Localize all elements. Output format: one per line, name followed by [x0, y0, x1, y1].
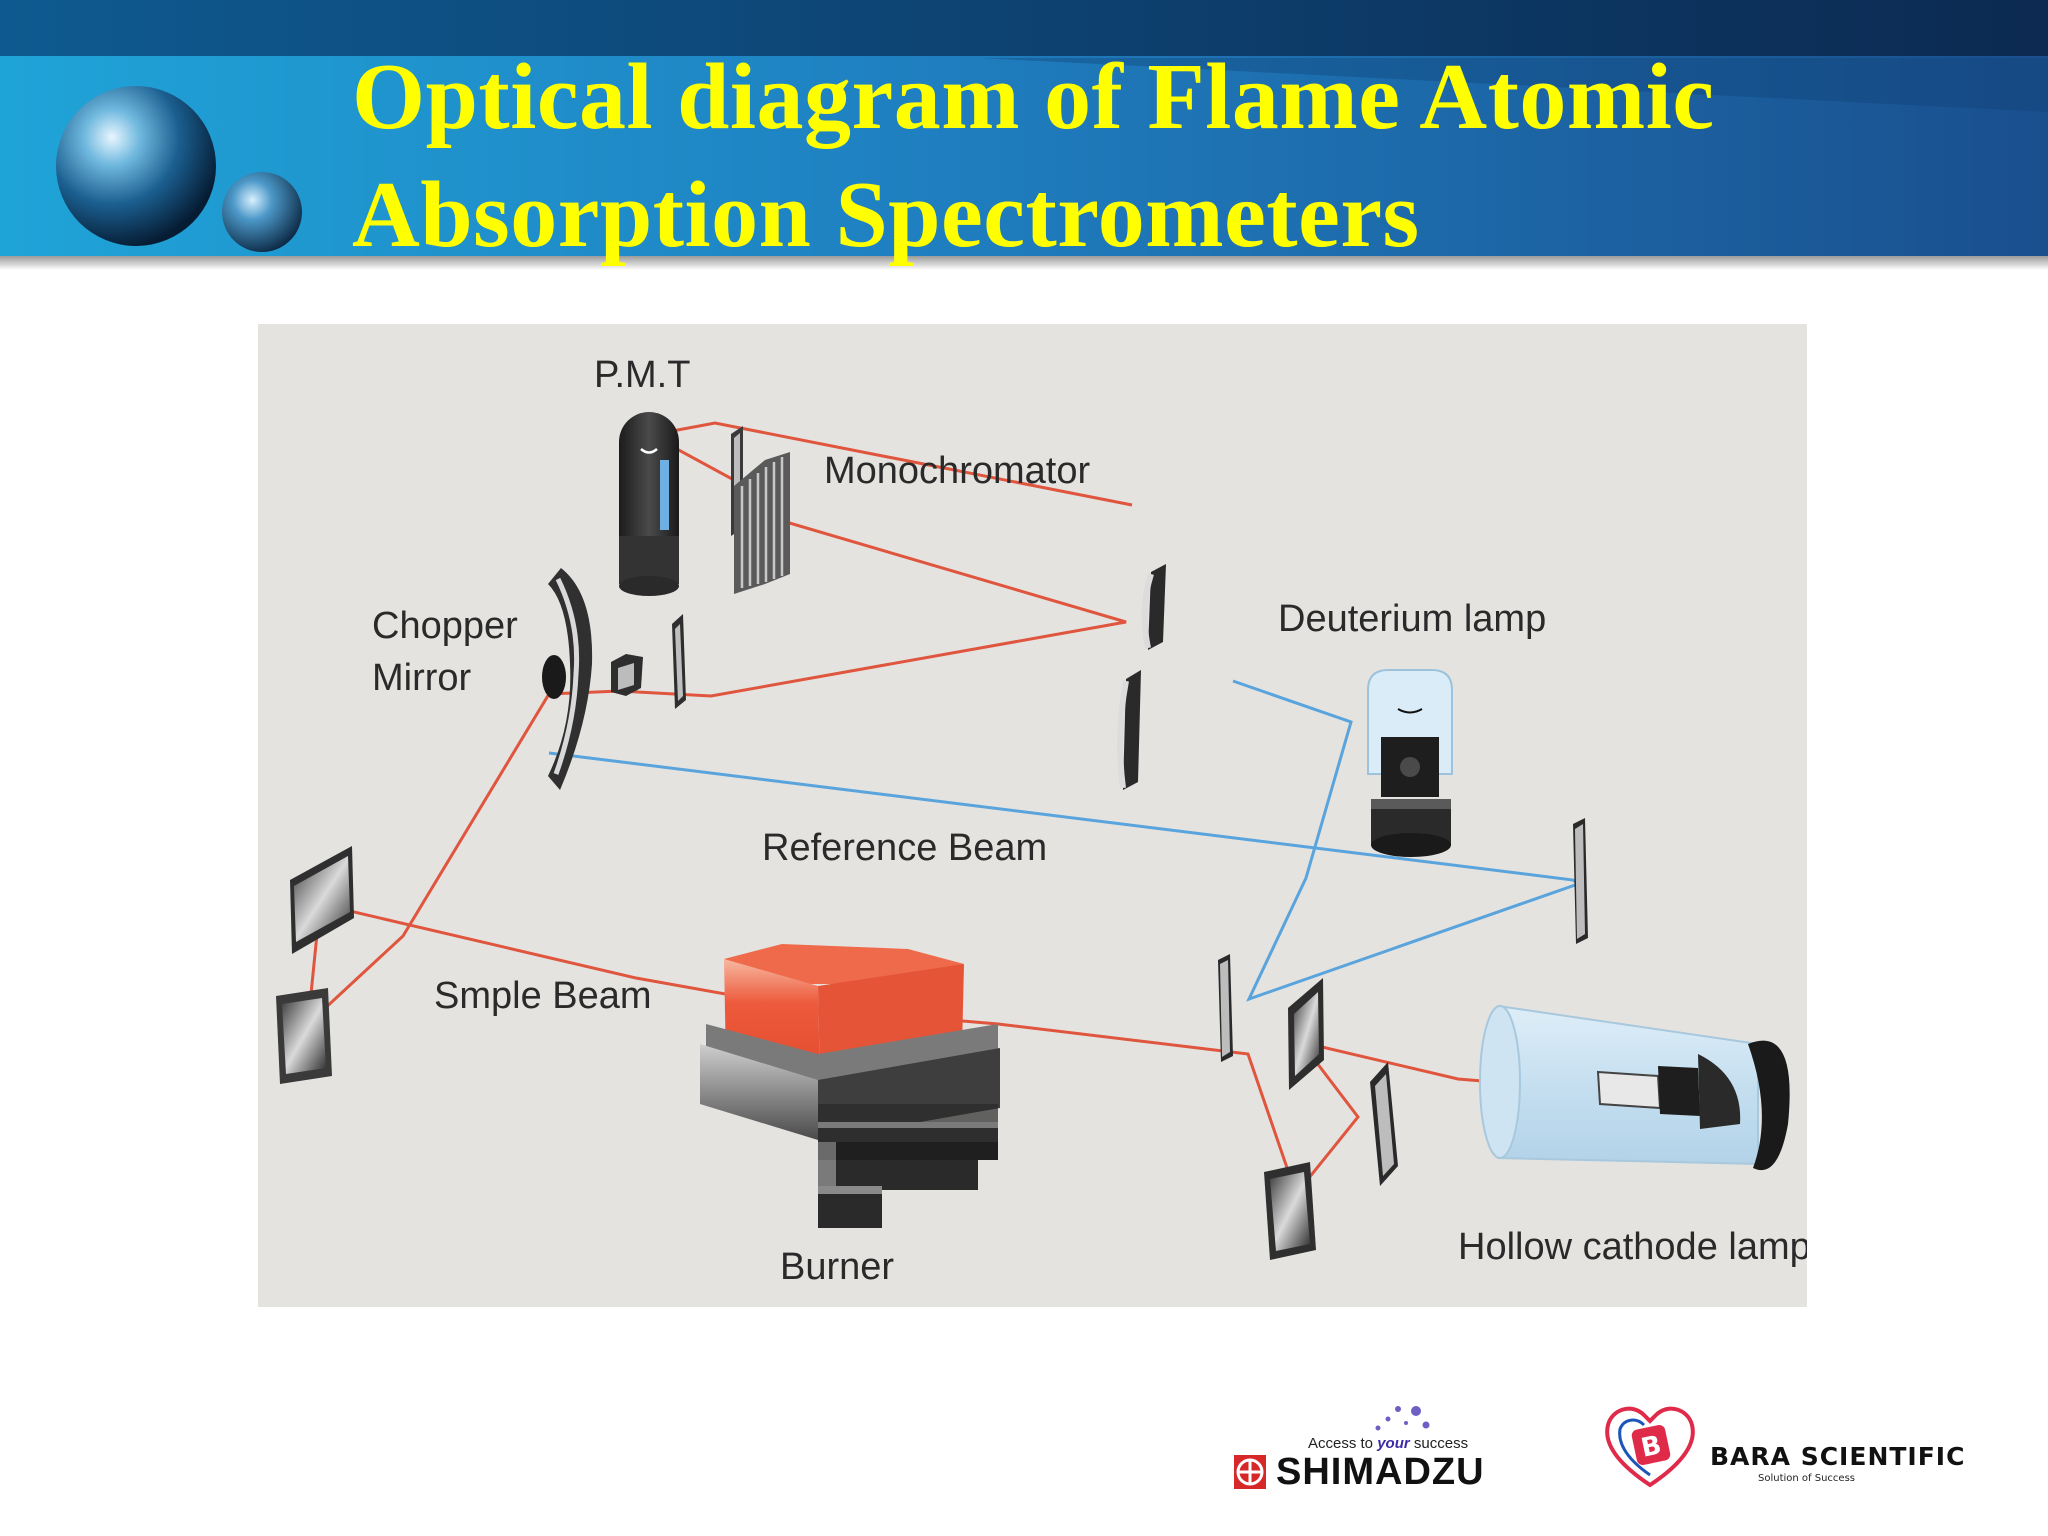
small-globe-icon	[222, 172, 302, 252]
pmt-detector	[619, 412, 679, 596]
deuterium-lamp	[1367, 669, 1453, 857]
bara-name: BARA SCIENTIFIC	[1710, 1442, 1966, 1471]
left-mirrors	[276, 846, 354, 1084]
hollow-cathode-lamp	[1479, 1004, 1790, 1171]
optical-diagram: P.M.T Monochromator Chopper Mirror Deute…	[258, 324, 1807, 1307]
reference-beam-path	[548, 679, 1582, 1002]
label-reference-beam: Reference Beam	[762, 827, 1047, 869]
label-hollow-cathode-lamp: Hollow cathode lamp	[1458, 1226, 1807, 1268]
label-burner: Burner	[780, 1246, 894, 1288]
title-line-1: Optical diagram of Flame Atomic	[352, 45, 1715, 149]
shimadzu-tagline-em: your	[1377, 1435, 1410, 1452]
shimadzu-dots-icon	[1234, 1406, 1430, 1489]
chopper-mirror	[542, 568, 593, 790]
slide-header: Optical diagram of Flame Atomic Absorpti…	[0, 0, 2048, 270]
header-banner	[0, 0, 2048, 270]
bara-heart-icon: B	[1605, 1406, 1695, 1488]
title-line-2: Absorption Spectrometers	[352, 163, 1420, 267]
monochromator-optics	[611, 426, 1166, 790]
right-mirrors	[1218, 818, 1588, 1260]
shimadzu-tagline: Access to your success	[1308, 1435, 1468, 1452]
footer-logos: Access to your success SHIMADZU B BARA S…	[1220, 1395, 1980, 1505]
bara-tagline: Solution of Success	[1758, 1473, 1855, 1484]
shimadzu-tagline-pre: Access to	[1308, 1435, 1378, 1452]
label-mirror: Mirror	[372, 657, 472, 699]
label-deuterium-lamp: Deuterium lamp	[1278, 598, 1546, 640]
shimadzu-tagline-post: success	[1409, 1435, 1469, 1452]
burner-flame	[700, 944, 1000, 1228]
label-sample-beam: Smple Beam	[434, 975, 652, 1017]
shimadzu-name: SHIMADZU	[1276, 1451, 1485, 1493]
label-monochromator: Monochromator	[824, 450, 1090, 492]
label-chopper: Chopper	[372, 605, 518, 647]
slide-title: Optical diagram of Flame Atomic Absorpti…	[352, 38, 1715, 270]
label-pmt: P.M.T	[594, 354, 690, 396]
globe-icon	[56, 86, 216, 246]
